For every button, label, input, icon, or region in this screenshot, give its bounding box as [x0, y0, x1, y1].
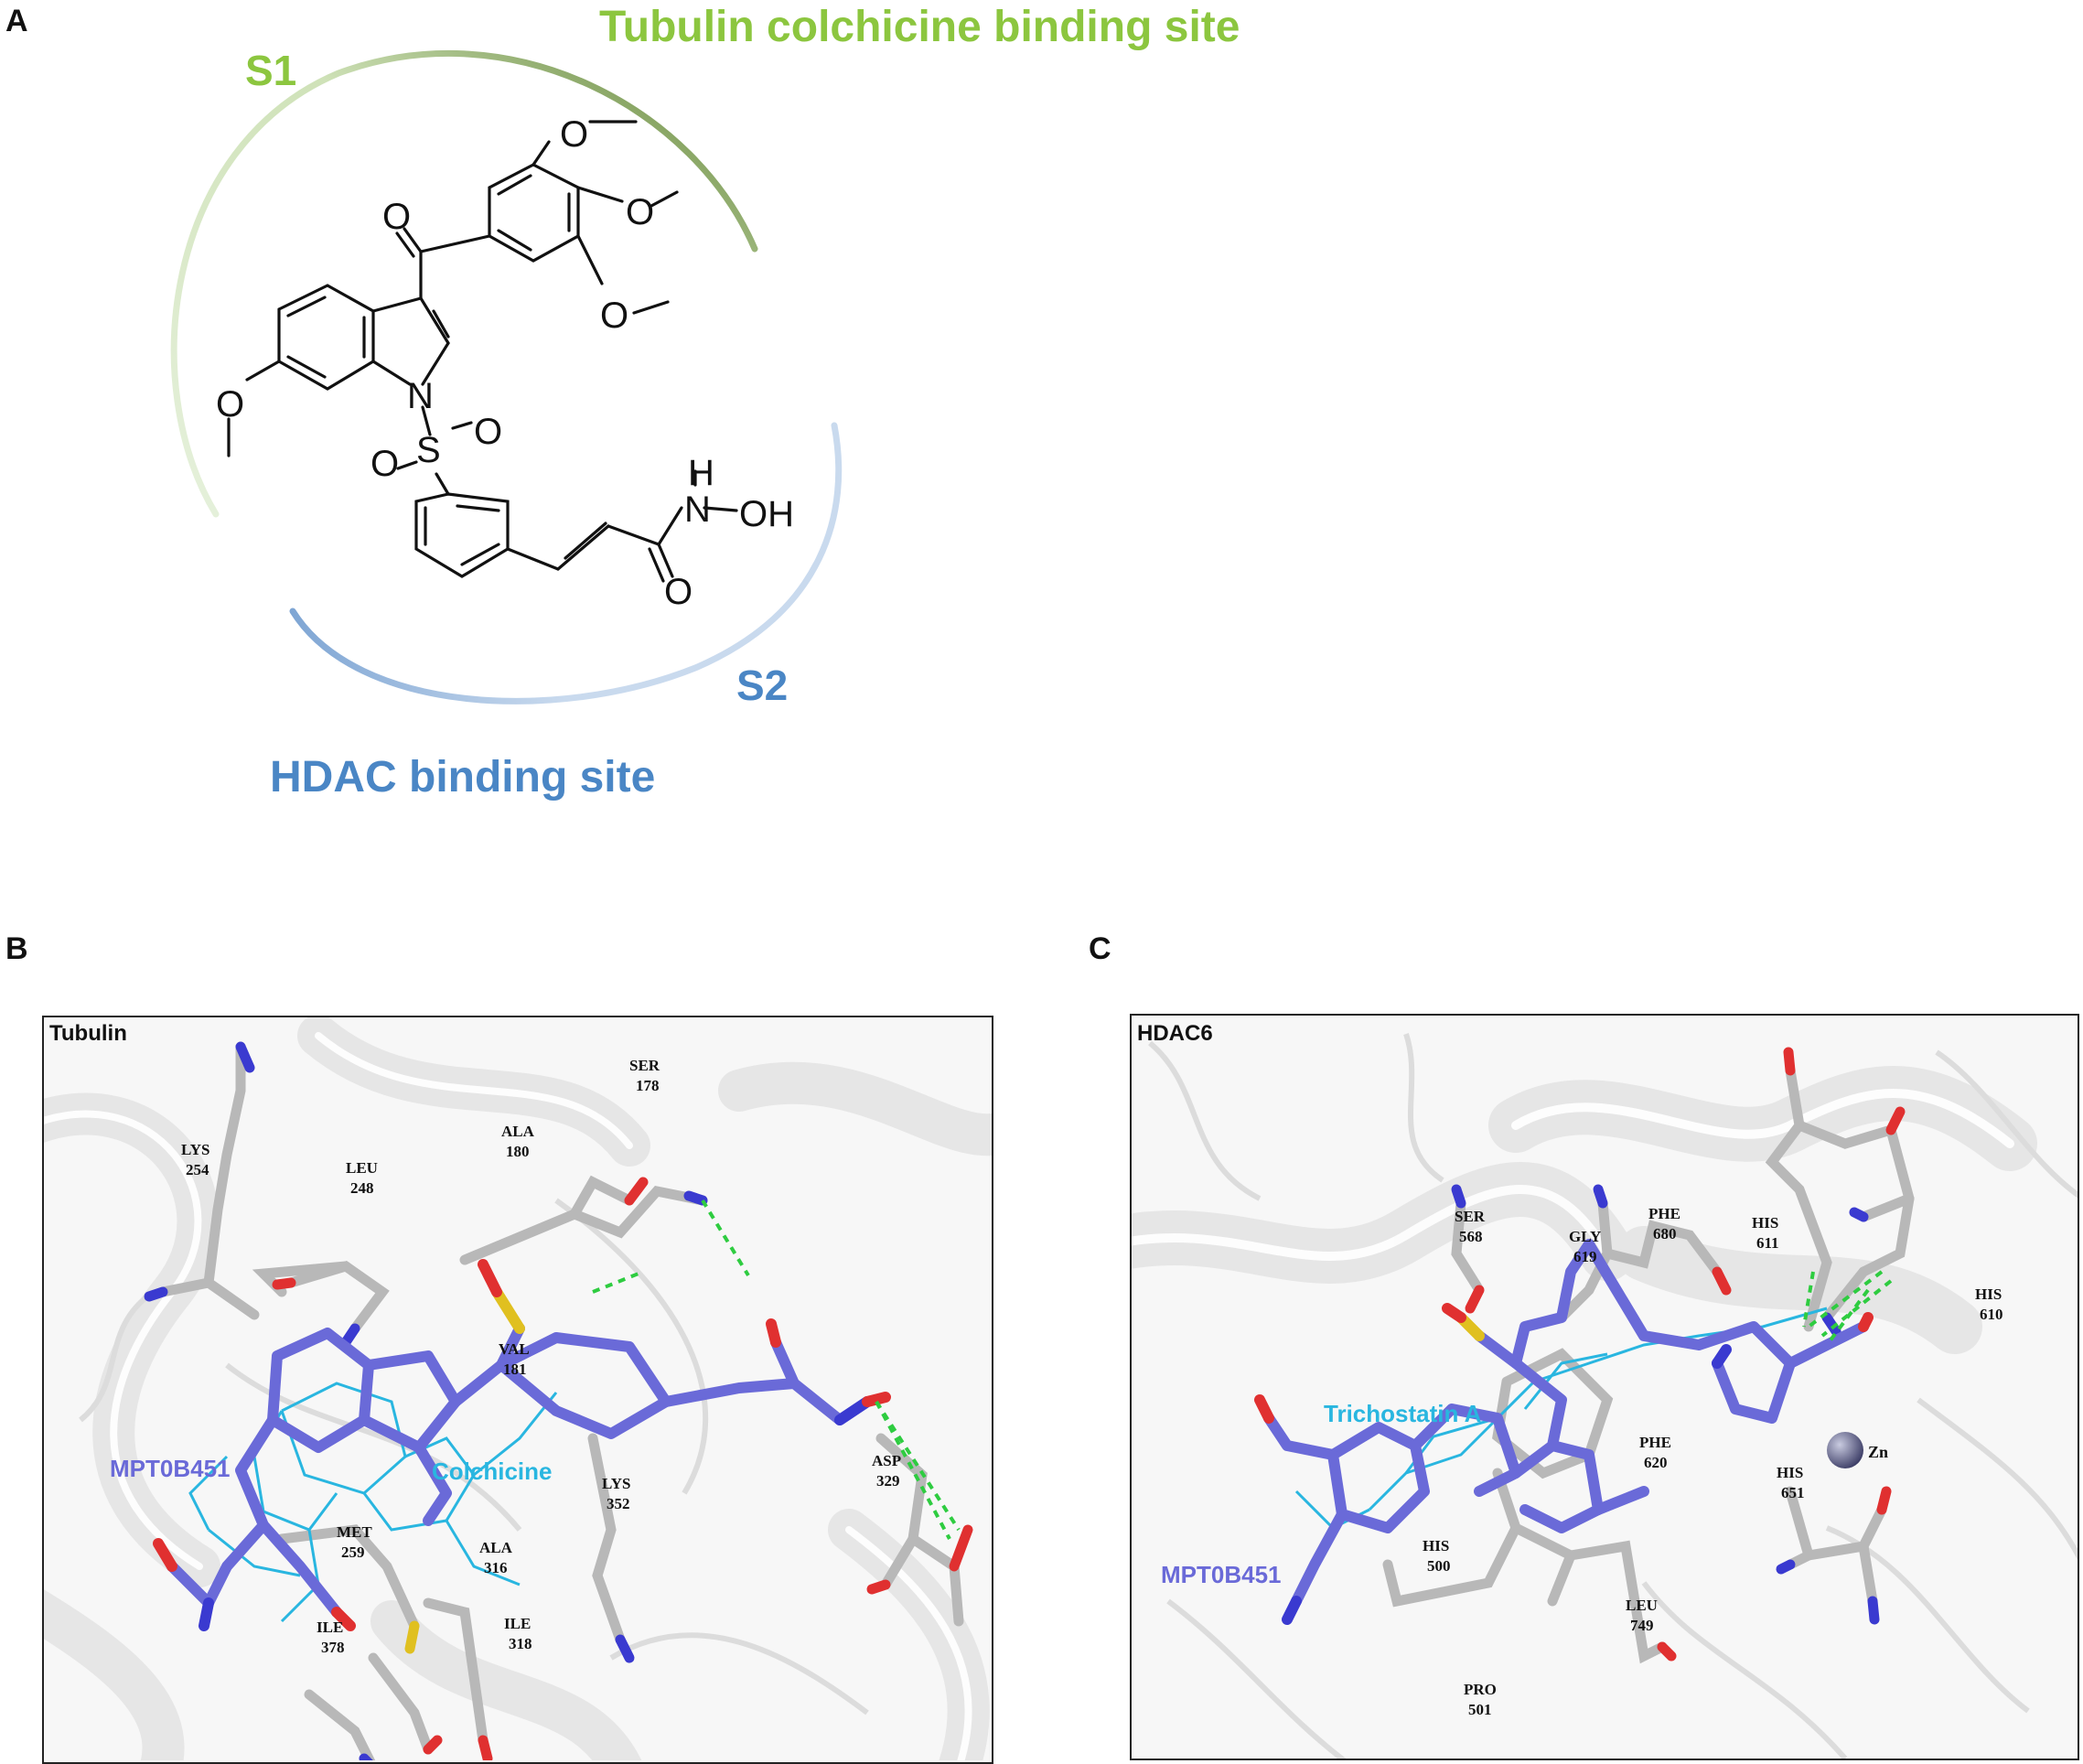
res-c-7-name: HIS [1423, 1537, 1449, 1554]
res-c-3-name: HIS [1752, 1214, 1778, 1232]
panel-a-letter: A [5, 4, 28, 38]
res-b-1-name: LEU [346, 1159, 378, 1177]
s1-arc [170, 49, 758, 518]
res-b-8-name: ALA [479, 1539, 513, 1556]
panel-b-reference-label: Colchicine [432, 1457, 553, 1485]
panel-b-frame: LYS 254 LEU 248 ALA 180 SER 178 VAL 181 … [42, 1016, 993, 1764]
atom-o-carbonyl: O [382, 197, 411, 237]
atom-o-methoxy-3: O [600, 296, 628, 336]
panel-b-ligand-label: MPT0B451 [110, 1455, 231, 1482]
res-c-5-name: PHE [1639, 1434, 1671, 1451]
res-b-7-name: MET [337, 1523, 372, 1541]
res-c-6-num: 651 [1781, 1484, 1805, 1501]
hdac6-docking-view: Zn SER 568 GLY 619 PHE 680 HIS 611 HIS 6… [1132, 1033, 2078, 1759]
res-c-0-num: 568 [1459, 1228, 1483, 1245]
molecule-structure: O O O O O N S O O H N OH O [170, 49, 843, 705]
tubulin-docking-view: LYS 254 LEU 248 ALA 180 SER 178 VAL 181 … [44, 1017, 992, 1760]
res-b-4-num: 181 [503, 1361, 527, 1378]
res-b-0-name: LYS [181, 1141, 210, 1158]
res-b-3-name: SER [629, 1057, 660, 1074]
atom-o-methoxy-2: O [626, 192, 654, 232]
res-c-2-num: 680 [1653, 1225, 1677, 1242]
atom-s-sulfonyl: S [416, 430, 441, 470]
res-c-6-name: HIS [1777, 1464, 1803, 1481]
atom-o-methoxy-4: O [216, 384, 244, 425]
s2-arc [289, 422, 843, 705]
res-b-10-num: 318 [509, 1635, 532, 1652]
atom-o-sulfonyl-2: O [370, 444, 399, 484]
atom-o-amide: O [664, 572, 693, 612]
atom-o-sulfonyl-1: O [474, 412, 502, 452]
res-b-3-num: 178 [636, 1077, 660, 1094]
zinc-label: Zn [1868, 1443, 1888, 1461]
res-c-0-name: SER [1455, 1208, 1486, 1225]
res-b-8-num: 316 [484, 1559, 508, 1576]
res-b-2-name: ALA [501, 1123, 535, 1140]
atom-n-indole: N [407, 376, 434, 416]
res-b-4-name: VAL [499, 1340, 530, 1358]
hdac-site-label: HDAC binding site [270, 753, 656, 801]
res-c-4-num: 610 [1980, 1306, 2003, 1323]
atom-n-amide: N [684, 489, 711, 530]
res-b-2-num: 180 [506, 1143, 530, 1160]
panel-c-ligand-label: MPT0B451 [1161, 1561, 1282, 1588]
res-c-1-name: GLY [1569, 1228, 1601, 1245]
res-b-5-num: 352 [607, 1495, 630, 1512]
res-c-2-name: PHE [1648, 1205, 1680, 1222]
s2-label: S2 [736, 662, 789, 709]
res-c-4-name: HIS [1975, 1285, 2002, 1303]
res-b-7-num: 259 [341, 1544, 365, 1561]
res-c-5-num: 620 [1644, 1454, 1668, 1471]
atom-h: H [688, 453, 714, 493]
panel-c-letter: C [1089, 931, 1111, 966]
atom-oh: OH [739, 494, 794, 534]
res-b-10-name: ILE [504, 1615, 531, 1632]
res-b-6-num: 329 [876, 1472, 900, 1490]
res-c-1-num: 619 [1573, 1248, 1597, 1265]
res-b-9-name: ILE [317, 1619, 343, 1636]
panel-c-frame: Zn SER 568 GLY 619 PHE 680 HIS 611 HIS 6… [1130, 1014, 2079, 1760]
panel-b-title: Tubulin [49, 1021, 127, 1046]
res-c-8-name: LEU [1626, 1597, 1658, 1614]
res-b-0-num: 254 [186, 1161, 209, 1178]
panel-c-title: HDAC6 [1137, 1021, 1213, 1046]
res-b-6-name: ASP [872, 1452, 901, 1469]
atom-o-methoxy-1: O [560, 114, 588, 155]
zinc-ion [1827, 1432, 1863, 1468]
s1-label: S1 [245, 47, 297, 94]
res-b-5-name: LYS [602, 1475, 631, 1492]
panel-c-reference-label: Trichostatin A [1324, 1400, 1482, 1427]
panel-b-letter: B [5, 931, 28, 966]
res-b-1-num: 248 [350, 1179, 374, 1197]
res-c-7-num: 500 [1427, 1557, 1451, 1575]
res-c-8-num: 749 [1630, 1617, 1654, 1634]
tubulin-site-label: Tubulin colchicine binding site [599, 3, 1240, 51]
res-b-9-num: 378 [321, 1639, 345, 1656]
res-c-9-num: 501 [1468, 1701, 1492, 1718]
res-c-9-name: PRO [1464, 1681, 1497, 1698]
res-c-3-num: 611 [1756, 1234, 1779, 1252]
